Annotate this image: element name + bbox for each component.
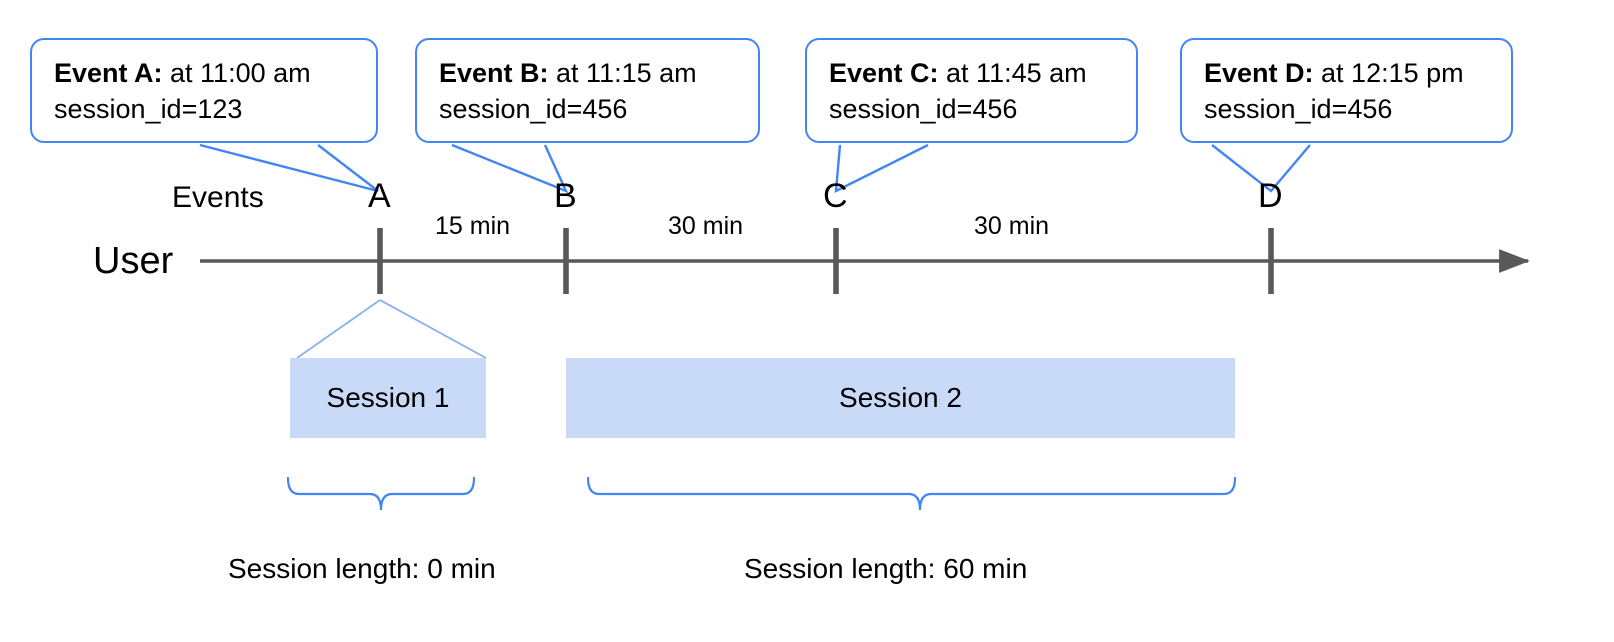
callout-d-time: at 12:15 pm bbox=[1313, 58, 1464, 88]
callout-a-session: session_id=123 bbox=[54, 93, 243, 124]
brace-session-2 bbox=[586, 476, 1237, 511]
gap-label-c-d: 30 min bbox=[974, 212, 1050, 240]
callout-b-bold-label: Event B: bbox=[439, 58, 549, 88]
event-marker-d-letter: D bbox=[1258, 177, 1283, 215]
event-marker-c-letter: C bbox=[823, 177, 848, 215]
callout-d-bold-label: Event D: bbox=[1204, 58, 1314, 88]
session1-funnel-left bbox=[296, 299, 381, 359]
callout-c-bold-label: Event C: bbox=[829, 58, 939, 88]
actor-label: User bbox=[93, 240, 174, 282]
callout-b-time: at 11:15 am bbox=[548, 58, 697, 88]
callout-c-session: session_id=456 bbox=[829, 93, 1018, 124]
callout-tail-c bbox=[834, 143, 929, 194]
callout-tail-b bbox=[451, 143, 569, 194]
callout-event-d: Event D: at 12:15 pm session_id=456 bbox=[1180, 38, 1513, 144]
callout-a-time: at 11:00 am bbox=[162, 58, 311, 88]
session-2-length-label: Session length: 60 min bbox=[744, 553, 1028, 584]
event-marker-a-letter: A bbox=[368, 177, 391, 215]
session-bar-2-label: Session 2 bbox=[839, 382, 962, 413]
session-1-length-label: Session length: 0 min bbox=[228, 553, 496, 584]
callout-a-bold-label: Event A: bbox=[54, 58, 163, 88]
callout-b-session: session_id=456 bbox=[439, 93, 628, 124]
session-bar-1: Session 1 bbox=[290, 358, 486, 438]
callout-event-b: Event B: at 11:15 am session_id=456 bbox=[415, 38, 760, 144]
event-marker-b-letter: B bbox=[554, 177, 577, 215]
callout-event-a: Event A: at 11:00 am session_id=123 bbox=[30, 38, 378, 144]
session-bar-1-label: Session 1 bbox=[326, 382, 450, 413]
gap-label-a-b: 15 min bbox=[435, 212, 511, 240]
session1-funnel-right bbox=[379, 299, 487, 359]
brace-session-1 bbox=[286, 476, 476, 511]
events-row-label: Events bbox=[172, 181, 264, 214]
callout-d-session: session_id=456 bbox=[1204, 93, 1393, 124]
callout-event-c: Event C: at 11:45 am session_id=456 bbox=[805, 38, 1138, 144]
session-bar-2: Session 2 bbox=[566, 358, 1235, 438]
callout-c-time: at 11:45 am bbox=[938, 58, 1087, 88]
gap-label-b-c: 30 min bbox=[668, 212, 744, 240]
